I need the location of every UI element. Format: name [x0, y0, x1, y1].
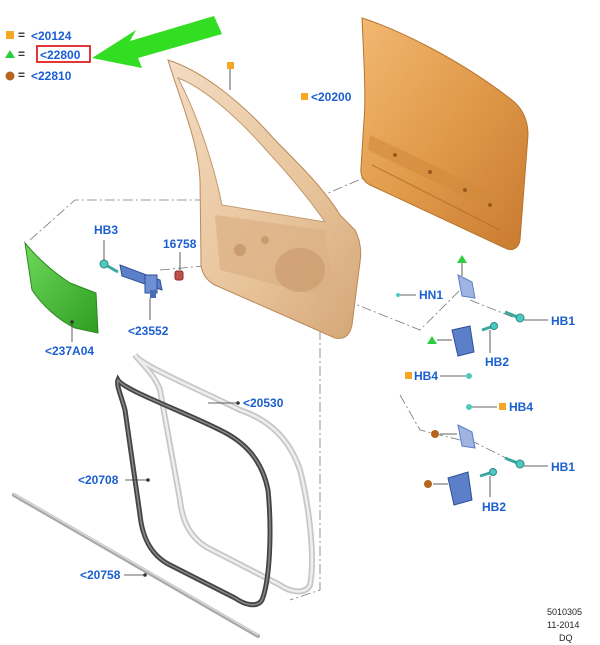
footer-line-3: DQ	[559, 633, 573, 643]
hb4-upper-bolt	[466, 373, 472, 379]
hb2-lower-bolt	[479, 468, 497, 478]
legend-code-1: <20124	[31, 29, 72, 43]
hb1-upper-bolt	[504, 310, 525, 323]
label-clip-16758: 16758	[163, 237, 197, 251]
legend: = <20124 = <22800 = <22810	[5, 16, 222, 83]
hb4-lower-bolt	[466, 404, 472, 410]
clip-16758	[174, 270, 184, 281]
legend-code-2: <22800	[40, 48, 81, 62]
lower-hinge-body	[447, 424, 476, 506]
legend-square-icon	[6, 31, 14, 39]
hb3-bolt	[99, 259, 119, 274]
door-skin	[360, 17, 529, 251]
check-arm	[119, 264, 163, 298]
hb1-lower-bolt	[504, 456, 525, 469]
label-hb4-upper: HB4	[414, 369, 438, 383]
green-panel	[24, 241, 99, 334]
door-skin-marker-icon	[301, 93, 308, 100]
drawing-footer: 5010305 11-2014 DQ	[547, 607, 582, 643]
label-hn1: HN1	[419, 288, 443, 302]
door-inner-shell	[167, 59, 362, 339]
hb4-lower-square-icon	[499, 403, 506, 410]
label-hb4-lower: HB4	[509, 400, 533, 414]
door-shell-marker-icon	[227, 62, 234, 69]
legend-eq-3: =	[18, 68, 25, 82]
label-hb3: HB3	[94, 223, 118, 237]
legend-eq-1: =	[18, 28, 25, 42]
weatherstrip	[12, 493, 260, 638]
label-green-panel: <237A04	[45, 344, 94, 358]
legend-code-3: <22810	[31, 69, 72, 83]
footer-line-2: 11-2014	[547, 620, 579, 630]
legend-circle-icon	[5, 71, 15, 81]
legend-triangle-icon	[5, 50, 15, 58]
legend-eq-2: =	[18, 47, 25, 61]
label-seal-inner: <20708	[78, 473, 119, 487]
label-hb2-lower: HB2	[482, 500, 506, 514]
seal-outer	[132, 353, 315, 595]
upper-hinge-body	[451, 274, 476, 357]
pointer-arrow-icon	[92, 16, 222, 68]
legend-highlight-box	[36, 45, 91, 63]
seal-inner	[115, 374, 273, 608]
label-door-skin: <20200	[311, 90, 352, 104]
label-hb1-lower: HB1	[551, 460, 575, 474]
label-seal-outer: <20530	[243, 396, 284, 410]
lower-hinge-circle-icon	[431, 430, 439, 438]
hb2-lower-circle-icon	[424, 480, 432, 488]
label-hb2-upper: HB2	[485, 355, 509, 369]
upper-hinge-triangle-icon	[457, 255, 467, 263]
footer-line-1: 5010305	[547, 607, 582, 617]
hb2-upper-bolt	[481, 322, 498, 332]
label-weatherstrip: <20758	[80, 568, 121, 582]
hb4-upper-square-icon	[405, 372, 412, 379]
label-check-arm: <23552	[128, 324, 169, 338]
label-hb1-upper: HB1	[551, 314, 575, 328]
hb2-upper-triangle-icon	[427, 336, 437, 344]
